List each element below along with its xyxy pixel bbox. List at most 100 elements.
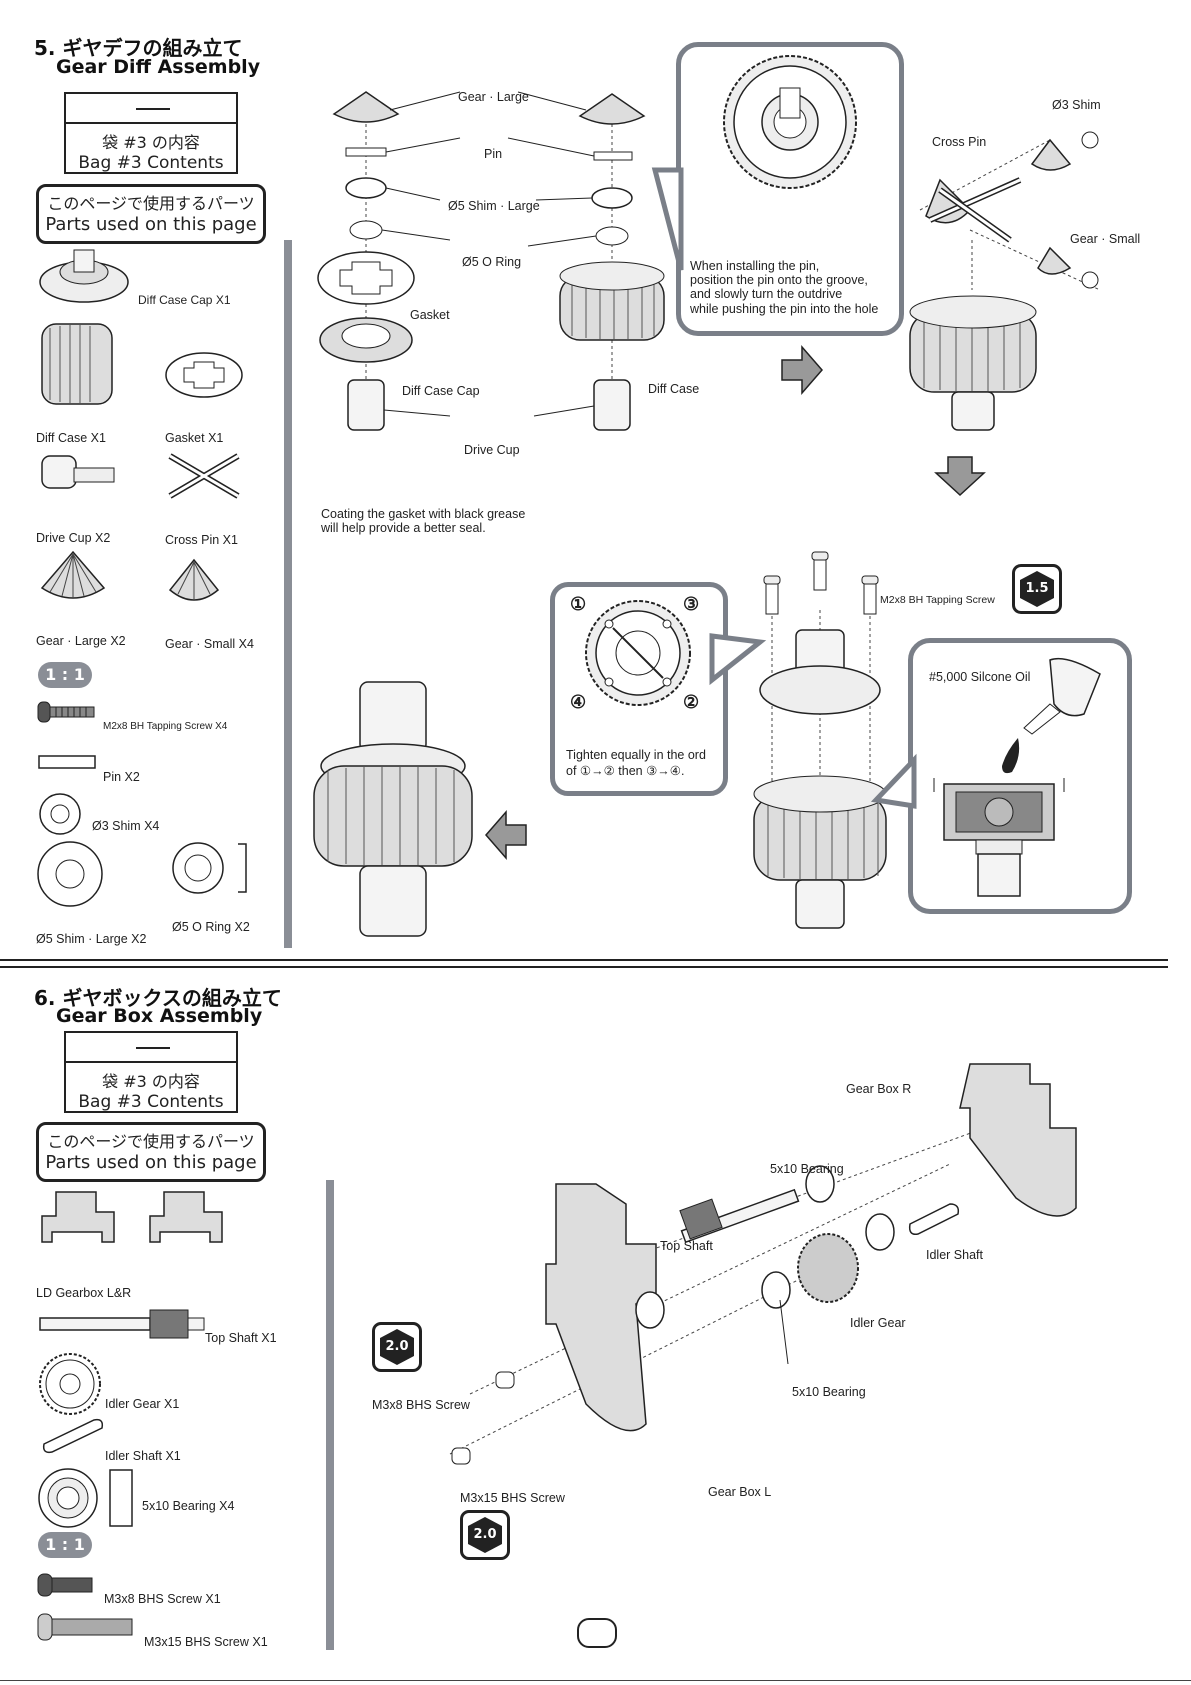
parts-used-box-6: このページで使用するパーツ Parts used on this page [36,1122,266,1182]
diff-assembled [313,681,473,937]
arrow-left-icon [485,809,527,861]
bag-label-en: Bag #3 Contents [78,153,224,173]
label-gasket: Gasket [410,308,450,322]
part-m2-screw: M2x8 BH Tapping Screw X4 [103,721,228,732]
label-m2-screw: M2x8 BH Tapping Screw [880,594,995,606]
label-idler-gear: Idler Gear [850,1316,906,1330]
parts-used-en: Parts used on this page [45,214,257,235]
oil-callout-pointer [870,753,917,809]
diff-case-icon [41,323,113,405]
parts-used-jp: このページで使用するパーツ [47,194,255,213]
section6-divider [326,1180,334,1650]
label-cross-pin: Cross Pin [932,135,987,149]
label-bearing-top: 5x10 Bearing [770,1162,844,1176]
label-gear-large: Gear · Large [458,90,529,104]
bearing-icon [38,1468,133,1528]
gearbox-exploded-diagram [449,1063,1077,1465]
pin-note-line4: while pushing the pin into the hole [690,302,879,316]
diff-cross-section [933,778,1065,897]
label-diff-case-cap: Diff Case Cap [402,384,480,398]
diff-case-cap-icon [39,249,129,303]
section5-title-jp: 5. ギヤデフの組み立て [34,36,243,60]
tighten-num-1: ① [570,594,587,614]
outdrive-top-view [723,55,857,189]
hex-wrench-icon: 2.0 [380,1329,414,1365]
label-m3x15: M3x15 BHS Screw [460,1491,565,1505]
label-gear-box-r: Gear Box R [846,1082,912,1096]
part-gearbox: LD Gearbox L&R [36,1286,132,1300]
scale-ratio-badge-6: 1 : 1 [38,1532,92,1558]
part-cross-pin: Cross Pin X1 [165,533,238,547]
section-divider-bottom [0,966,1168,968]
section6-title-jp: 6. ギヤボックスの組み立て [34,986,282,1010]
bag-contents-box: 袋 #3 の内容 Bag #3 Contents [64,92,238,174]
gear-large-icon [40,550,106,599]
label-shim3: Ø3 Shim [1052,98,1101,112]
gearbox-lr-icon [41,1191,223,1243]
bag-label-jp: 袋 #3 の内容 [102,133,200,152]
shim3-icon [39,793,81,835]
pin-note-line3: and slowly turn the outdrive [690,287,843,301]
idler-gear-icon [39,1353,101,1415]
part-gasket: Gasket X1 [165,431,224,445]
part-gear-small: Gear · Small X4 [165,637,254,651]
label-drive-cup: Drive Cup [464,443,520,457]
label-pin: Pin [484,147,503,161]
note-gasket-line1: Coating the gasket with black grease [321,507,526,521]
m2-screw-icon [37,701,95,723]
part-oring: Ø5 O Ring X2 [172,920,250,934]
tighten-num-2: ② [683,692,700,712]
scale-ratio-badge: 1 : 1 [38,662,92,688]
hex-wrench-icon: 2.0 [468,1517,502,1553]
section5-title-en: Gear Diff Assembly [56,56,261,78]
arrow-right-icon [781,344,823,396]
diff-final-assembly [753,551,887,929]
label-silicone-oil: #5,000 Silcone Oil [929,670,1031,684]
pin-icon [38,755,96,769]
parts-used-box: このページで使用するパーツ Parts used on this page [36,184,266,244]
part-top-shaft: Top Shaft X1 [205,1331,277,1345]
hex-wrench-icon: 1.5 [1020,571,1054,607]
cross-pin-icon [168,453,240,499]
hex-wrench-badge-2-0-b: 2.0 [460,1510,510,1560]
diff-exploded-diagram [317,91,665,431]
label-idler-shaft: Idler Shaft [926,1248,983,1262]
label-gear-box-l: Gear Box L [708,1485,772,1499]
note-gasket-line2: will help provide a better seal. [321,521,486,535]
bag-label-en-6: Bag #3 Contents [78,1092,224,1112]
label-bearing-bottom: 5x10 Bearing [792,1385,866,1399]
cross-pin-assembly [909,131,1101,431]
label-gear-small: Gear · Small [1070,232,1141,246]
oil-drop-icon [1002,738,1020,774]
page-number-box [577,1618,617,1648]
tighten-num-4: ④ [570,692,587,712]
footer-line [0,1680,1191,1681]
section5-divider [284,240,292,948]
section-divider-top [0,959,1168,961]
label-diff-case: Diff Case [648,382,700,396]
tighten-note-line2: of ①→② then ③→④. [566,764,685,778]
drive-cup-icon [41,455,115,489]
part-idler-shaft: Idler Shaft X1 [105,1449,181,1463]
pin-note-line2: position the pin onto the groove, [690,273,868,287]
pin-note-line1: When installing the pin, [690,259,820,273]
parts-used-en-6: Parts used on this page [45,1152,257,1173]
top-shaft-icon [39,1309,205,1339]
part-bearing: 5x10 Bearing X4 [142,1499,235,1513]
part-gear-large: Gear · Large X2 [36,634,126,648]
part-drive-cup: Drive Cup X2 [36,531,111,545]
part-idler-gear: Idler Gear X1 [105,1397,180,1411]
hex-wrench-badge-2-0-a: 2.0 [372,1322,422,1372]
label-shim-large: Ø5 Shim · Large [448,199,540,213]
gasket-icon [165,352,243,398]
label-top-shaft: Top Shaft [660,1239,713,1253]
arrow-down-icon [934,456,986,497]
oil-bottle-icon [1023,657,1101,735]
m3x8-screw-icon [37,1573,93,1597]
label-m3x8: M3x8 BHS Screw [372,1398,470,1412]
parts-used-jp-6: このページで使用するパーツ [47,1132,255,1151]
shim5-icon [37,841,103,907]
bag-contents-box-6: 袋 #3 の内容 Bag #3 Contents [64,1031,238,1113]
part-pin: Pin X2 [103,770,140,784]
gear-small-icon [168,558,220,601]
